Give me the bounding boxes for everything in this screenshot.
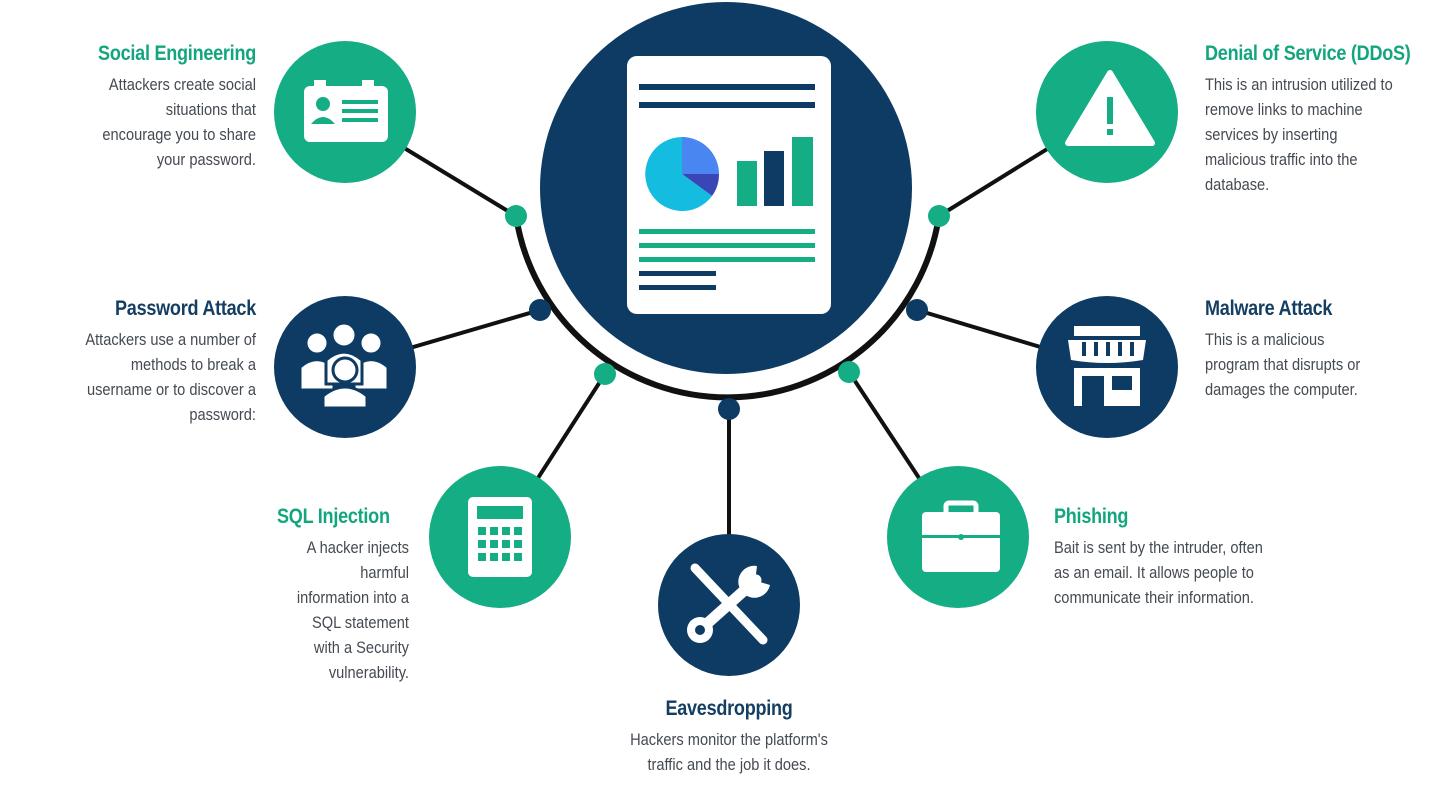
junction-dot-malware-attack (906, 299, 928, 321)
briefcase-icon (922, 500, 1000, 572)
warning-icon (1065, 70, 1155, 146)
id-card-icon (304, 80, 388, 142)
label-malware-attack: Malware Attack This is a malicious progr… (1205, 297, 1425, 402)
calculator-icon (468, 497, 532, 577)
node-sql-injection (429, 466, 571, 608)
junction-dot-sql-injection (594, 363, 616, 385)
node-phishing (887, 466, 1029, 608)
item-title-phishing: Phishing (1054, 505, 1129, 528)
label-sql-injection: SQL Injection A hacker injects harmful i… (277, 505, 427, 685)
junction-dot-phishing (838, 361, 860, 383)
item-desc-phishing: Bait is sent by the intruder, often as a… (1054, 538, 1263, 607)
item-desc-sql-injection: A hacker injects harmful information int… (296, 538, 409, 682)
connector-arc (513, 215, 942, 401)
item-title-eavesdropping: Eavesdropping (665, 697, 793, 720)
tools-icon (687, 563, 770, 645)
item-title-password-attack: Password Attack (115, 297, 256, 320)
junction-dot-password-attack (529, 299, 551, 321)
junction-dot-social-engineering (505, 205, 527, 227)
node-password-attack (274, 296, 416, 438)
junction-dot-ddos (928, 205, 950, 227)
item-desc-password-attack: Attackers use a number of methods to bre… (85, 330, 256, 424)
item-desc-eavesdropping: Hackers monitor the platform's traffic a… (630, 730, 828, 774)
storefront-icon (1068, 326, 1146, 406)
item-desc-ddos: This is an intrusion utilized to remove … (1205, 75, 1393, 194)
item-title-social-engineering: Social Engineering (98, 42, 256, 65)
label-phishing: Phishing Bait is sent by the intruder, o… (1054, 505, 1304, 610)
pie-chart-icon (645, 137, 720, 211)
item-title-ddos: Denial of Service (DDoS) (1205, 42, 1411, 65)
label-eavesdropping: Eavesdropping Hackers monitor the platfo… (586, 697, 872, 777)
label-ddos: Denial of Service (DDoS) This is an intr… (1205, 42, 1453, 197)
item-desc-malware-attack: This is a malicious program that disrupt… (1205, 330, 1361, 399)
label-social-engineering: Social Engineering Attackers create soci… (30, 42, 256, 172)
node-eavesdropping (658, 534, 800, 676)
node-ddos (1036, 41, 1178, 183)
node-social-engineering (274, 41, 416, 183)
user-group-icon (298, 321, 390, 410)
item-title-sql-injection: SQL Injection (277, 505, 390, 528)
bar-chart-icon (737, 137, 813, 206)
node-malware-attack (1036, 296, 1178, 438)
item-desc-social-engineering: Attackers create social situations that … (102, 75, 256, 169)
junction-dot-eavesdropping (718, 398, 740, 420)
report-document-icon (627, 56, 831, 314)
item-title-malware-attack: Malware Attack (1205, 297, 1333, 320)
label-password-attack: Password Attack Attackers use a number o… (20, 297, 256, 427)
